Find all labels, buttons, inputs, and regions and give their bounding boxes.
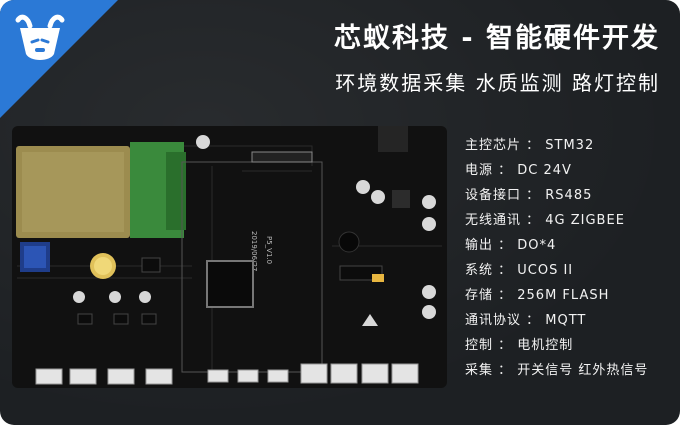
spec-item: 输出 ： DO*4 <box>465 238 557 253</box>
board-silkscreen-version: P5_V1.0 <box>265 236 273 264</box>
spec-item: 控制 ： 电机控制 <box>465 338 574 353</box>
board-silkscreen-date: 2019/06/27 <box>250 231 258 271</box>
spec-item: 存储 ： 256M FLASH <box>465 288 610 303</box>
spec-item: 设备接口 ： RS485 <box>465 188 593 203</box>
spec-item: 采集 ： 开关信号 红外热信号 <box>465 363 649 378</box>
spec-item: 无线通讯 ： 4G ZIGBEE <box>465 213 625 228</box>
page-title: 芯蚁科技 - 智能硬件开发 <box>333 23 660 54</box>
spec-item: 电源 ： DC 24V <box>465 163 572 178</box>
spec-list: 主控芯片 ： STM32 电源 ： DC 24V 设备接口 ： RS485 无线… <box>465 136 648 386</box>
spec-item: 主控芯片 ： STM32 <box>465 138 595 153</box>
spec-item: 通讯协议 ： MQTT <box>465 313 587 328</box>
ant-head-logo-icon <box>15 14 65 60</box>
page-subtitle: 环境数据采集 水质监测 路灯控制 <box>335 71 660 95</box>
circuit-board-image: P5_V1.0 2019/06/27 <box>12 126 447 388</box>
spec-item: 系统 ： UCOS II <box>465 263 574 278</box>
